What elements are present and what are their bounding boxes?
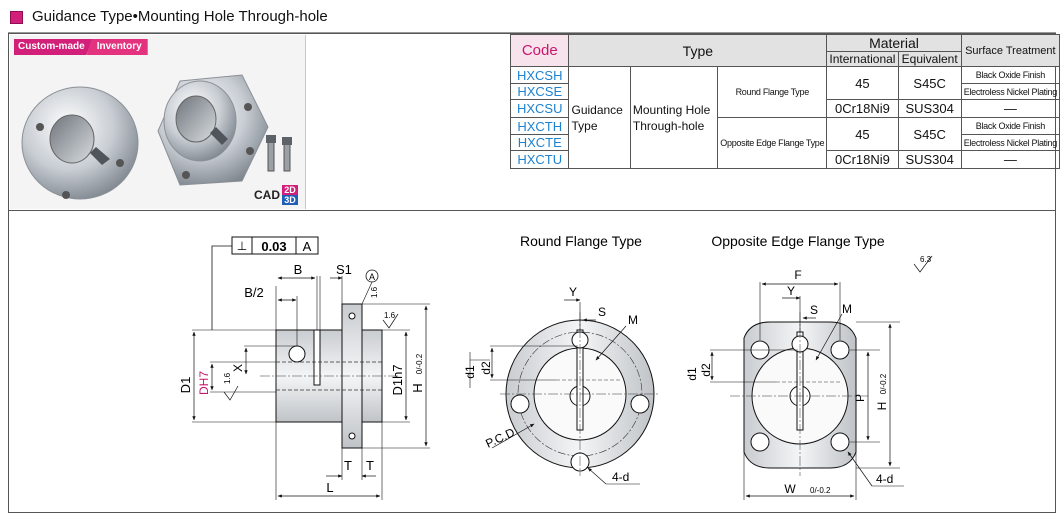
- type-guidance-cell: Guidance Type: [568, 66, 631, 169]
- surface-cell: Electroless Nickel Plating: [960, 83, 1060, 100]
- equivalent-cell: S45C: [897, 117, 962, 151]
- type-mounting-cell: Mounting Hole Through-hole: [629, 66, 719, 169]
- page-title: Guidance Type•Mounting Hole Through-hole: [32, 8, 328, 25]
- code-cell: HXCTE: [509, 134, 570, 151]
- availability-badge: Custom-made Inventory: [14, 39, 148, 55]
- page-header: Guidance Type•Mounting Hole Through-hole: [8, 6, 1056, 33]
- header-divider: [8, 32, 1056, 33]
- opposite-flange-cell: Opposite Edge Flange Type: [717, 117, 828, 169]
- material-cell: 0Cr18Ni9: [826, 150, 899, 169]
- material-cell: 45: [826, 66, 899, 100]
- code-cell: HXCTU: [509, 150, 570, 169]
- surface-cell: Electroless Nickel Plating: [960, 134, 1060, 151]
- type-header: Type: [568, 34, 828, 67]
- code-header: Code: [509, 34, 570, 67]
- inventory-badge: Inventory: [86, 39, 148, 55]
- equivalent-cell: SUS304: [897, 150, 962, 169]
- cad-2d-badge: 2D: [282, 185, 298, 195]
- material-header: Material: [826, 34, 962, 52]
- international-header: International: [826, 51, 899, 67]
- frame-divider: [8, 210, 1056, 211]
- material-cell: 0Cr18Ni9: [826, 99, 899, 118]
- section-marker-icon: [10, 11, 23, 24]
- type-guidance-text: Guidance Type: [571, 102, 623, 133]
- equivalent-cell: SUS304: [897, 99, 962, 118]
- shaft-collar-illustration: [21, 74, 292, 200]
- code-cell: HXCSU: [509, 99, 570, 118]
- surface-cell: Black Oxide Finish: [960, 117, 1060, 135]
- cad-label: CAD: [254, 188, 280, 202]
- code-cell: HXCSE: [509, 83, 570, 100]
- cad-badge: CAD 2D 3D: [254, 185, 298, 205]
- code-cell: HXCTH: [509, 117, 570, 135]
- round-flange-cell: Round Flange Type: [717, 66, 828, 118]
- surface-cell: —: [960, 99, 1060, 118]
- code-cell: HXCSH: [509, 66, 570, 84]
- spec-table: Code Type Material Surface Treatment Int…: [509, 34, 1060, 169]
- cad-3d-badge: 3D: [282, 195, 298, 205]
- surface-header: Surface Treatment: [960, 34, 1060, 67]
- material-cell: 45: [826, 117, 899, 151]
- surface-cell: —: [960, 150, 1060, 169]
- content-frame: [8, 33, 1056, 513]
- type-mounting-text: Mounting Hole Through-hole: [632, 102, 711, 133]
- surface-cell: Black Oxide Finish: [960, 66, 1060, 84]
- equivalent-cell: S45C: [897, 66, 962, 100]
- equivalent-header: Equivalent: [897, 51, 962, 67]
- product-photo: Custom-made Inventory: [10, 35, 306, 209]
- custom-made-badge: Custom-made: [14, 39, 93, 55]
